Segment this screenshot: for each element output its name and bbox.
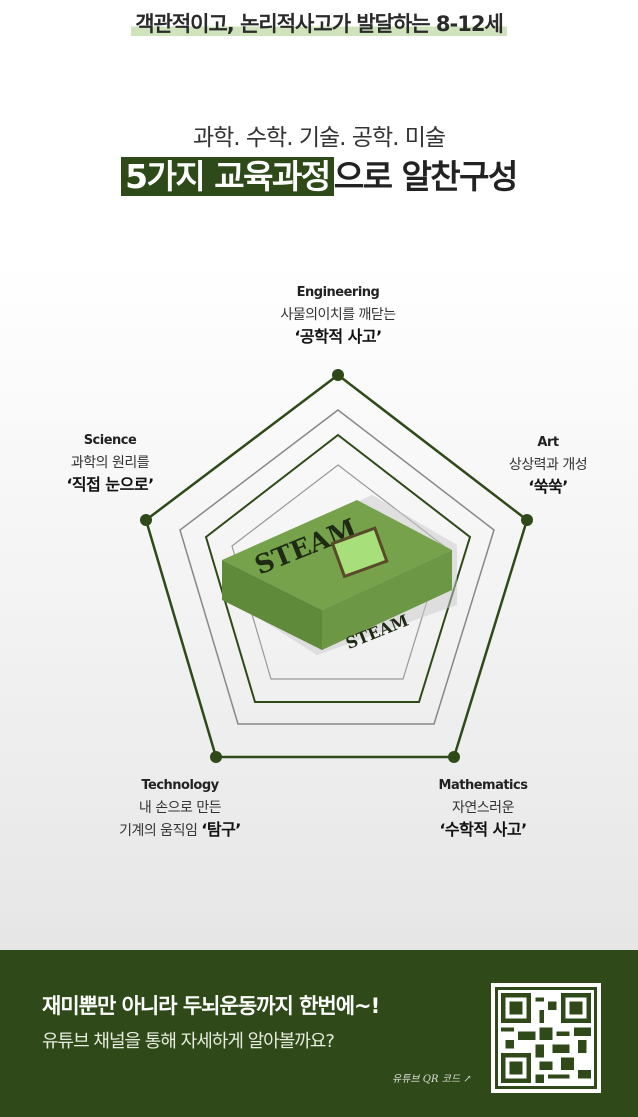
- headline-text: 객관적이고, 논리적사고가 발달하는 8-12세: [131, 12, 507, 36]
- label-desc: 내 손으로 만든: [138, 800, 222, 816]
- label-engineering: Engineering 사물의이치를 깨닫는 ‘공학적 사고’: [238, 282, 438, 348]
- vertex-dot: [332, 369, 344, 381]
- label-desc: 과학의 원리를: [70, 455, 150, 471]
- vertex-dot: [140, 514, 152, 526]
- banner-headline: 재미뿐만 아니라 두뇌운동까지 한번에~!: [42, 994, 380, 1018]
- age-headline: 객관적이고, 논리적사고가 발달하는 8-12세: [0, 8, 638, 38]
- label-en: Mathematics: [438, 778, 528, 793]
- qr-note: 유튜브 QR 코드 ↗: [392, 1074, 472, 1085]
- title-rest: 으로 알찬구성: [333, 157, 519, 196]
- pentagon-ring-1: [179, 409, 495, 725]
- label-desc: 상상력과 개성: [508, 457, 588, 473]
- pentagon-ring-2: [204, 433, 472, 703]
- qr-code-icon: [501, 993, 591, 1083]
- title-highlight: 5가지 교육과정: [121, 157, 334, 196]
- youtube-qr-code[interactable]: [491, 983, 601, 1093]
- label-emphasis: ‘쑥쑥’: [528, 477, 568, 496]
- banner-subtext: 유튜브 채널을 통해 자세하게 알아볼까요?: [42, 1031, 335, 1052]
- vertex-dot: [210, 751, 222, 763]
- label-en: Art: [537, 435, 559, 450]
- vertex-dot: [448, 751, 460, 763]
- pentagon-outer: [144, 373, 529, 759]
- label-desc: 자연스러운: [452, 800, 514, 816]
- vertex-dot: [521, 514, 533, 526]
- steam-product-box: STEAM STEAM: [222, 495, 457, 655]
- youtube-banner: 재미뿐만 아니라 두뇌운동까지 한번에~! 유튜브 채널을 통해 자세하게 알아…: [0, 950, 638, 1117]
- label-emphasis: ‘수학적 사고’: [439, 820, 527, 839]
- pentagon-radar: [140, 369, 533, 763]
- qr-note-text: 유튜브 QR 코드: [392, 1074, 461, 1085]
- label-emphasis: ‘탐구’: [201, 820, 241, 839]
- label-desc: 사물의이치를 깨닫는: [280, 307, 396, 323]
- label-technology: Technology 내 손으로 만든 기계의 움직임 ‘탐구’: [90, 775, 270, 842]
- label-mathematics: Mathematics 자연스러운 ‘수학적 사고’: [403, 775, 563, 841]
- subjects-subtitle: 과학. 수학. 기술. 공학. 미술: [192, 125, 446, 151]
- label-emphasis: ‘직접 눈으로’: [66, 475, 154, 494]
- label-science: Science 과학의 원리를 ‘직접 눈으로’: [40, 430, 180, 496]
- label-art: Art 상상력과 개성 ‘쑥쑥’: [478, 432, 618, 498]
- label-en: Science: [83, 433, 137, 448]
- label-en: Engineering: [296, 285, 380, 300]
- label-en: Technology: [141, 778, 219, 793]
- label-emphasis: ‘공학적 사고’: [294, 327, 382, 346]
- label-desc-2: 기계의 움직임: [119, 823, 198, 839]
